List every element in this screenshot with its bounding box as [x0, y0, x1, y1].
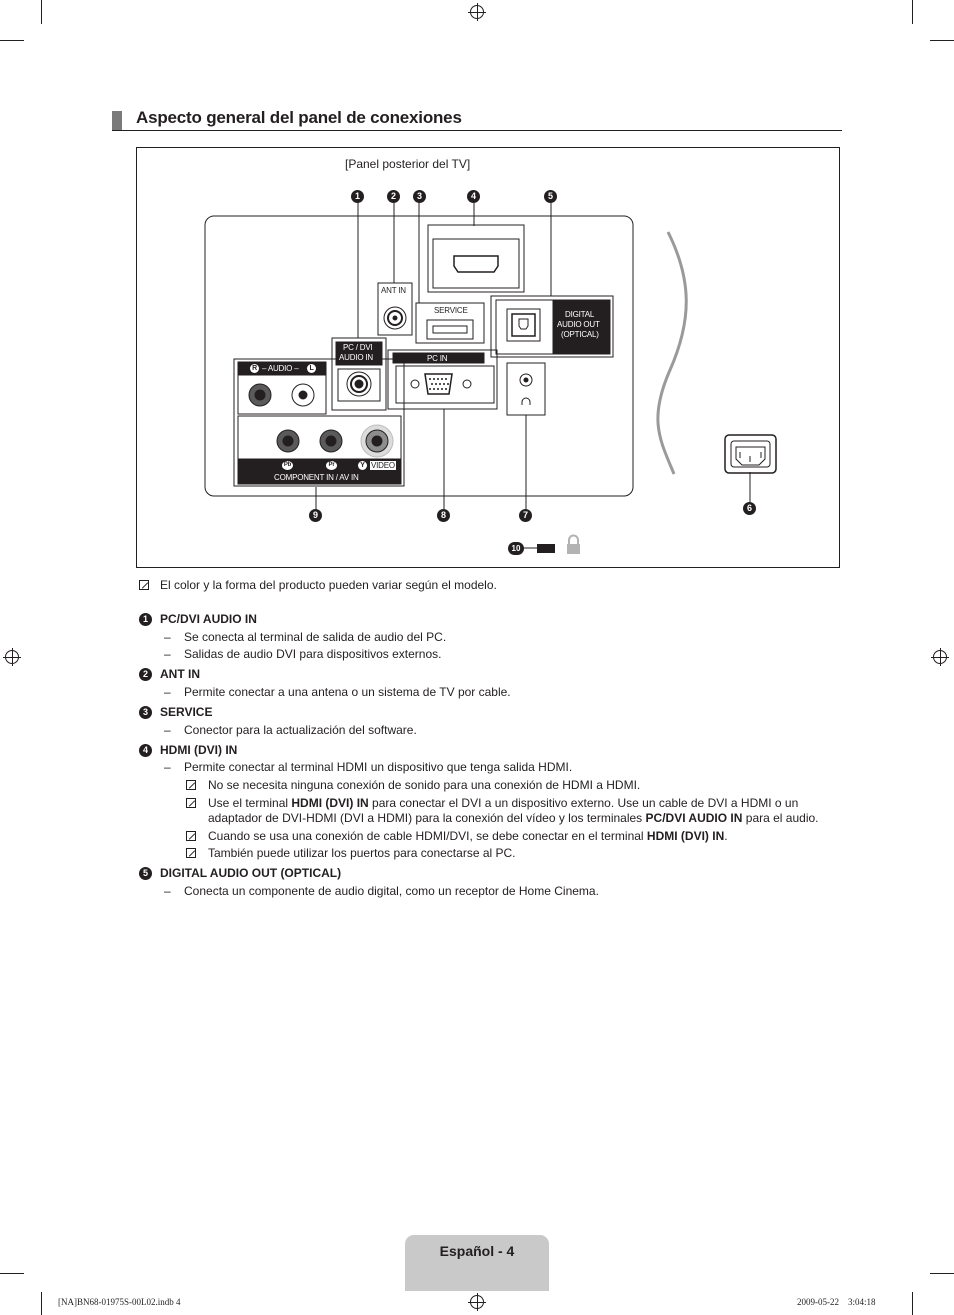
item-number: 1	[139, 613, 152, 626]
dash-bullet: –	[164, 685, 171, 699]
sub-note: No se necesita ninguna conexión de sonid…	[208, 778, 641, 792]
registration-mark-icon	[3, 648, 21, 666]
item-title: SERVICE	[160, 705, 213, 719]
note-icon	[139, 580, 149, 590]
registration-mark-icon	[931, 648, 949, 666]
rear-panel-drawing	[204, 203, 777, 554]
item-number: 3	[139, 706, 152, 719]
heading-marker	[112, 111, 122, 130]
page-number-tab	[405, 1235, 549, 1291]
audio-r-label: R	[250, 364, 259, 373]
callout-number-2: 2	[387, 190, 400, 203]
callout-number-7: 7	[519, 509, 532, 522]
crop-mark	[41, 1292, 42, 1315]
item-title: PC/DVI AUDIO IN	[160, 612, 257, 626]
crop-mark	[930, 40, 954, 41]
panel-edge-curve	[656, 231, 688, 475]
callout-number-5: 5	[544, 190, 557, 203]
sub-note-continued: adaptador de DVI-HDMI (DVI a HDMI) para …	[208, 811, 819, 825]
crop-mark	[930, 1273, 954, 1274]
item-line: Conecta un componente de audio digital, …	[184, 884, 599, 898]
pcdvi-label-1: PC / DVI	[343, 343, 373, 352]
digital-label-3: (OPTICAL)	[561, 330, 599, 339]
sub-note: Use el terminal HDMI (DVI) IN para conec…	[208, 796, 799, 810]
crop-mark	[912, 0, 913, 24]
dash-bullet: –	[164, 723, 171, 737]
dash-bullet: –	[164, 884, 171, 898]
registration-mark-icon	[468, 3, 486, 21]
kensington-lock-icon	[567, 534, 580, 554]
item-number: 5	[139, 867, 152, 880]
ant-label: ANT IN	[381, 286, 406, 295]
callout-number-1: 1	[351, 190, 364, 203]
digital-label-1: DIGITAL	[565, 310, 595, 319]
file-name: [NA]BN68-01975S-00L02.indb 4	[58, 1297, 181, 1307]
power-socket	[724, 434, 777, 474]
note-icon	[186, 848, 196, 858]
sub-note: Cuando se usa una conexión de cable HDMI…	[208, 829, 728, 843]
sub-note: También puede utilizar los puertos para …	[208, 846, 516, 860]
crop-mark	[0, 40, 24, 41]
item-title: ANT IN	[160, 667, 200, 681]
item-line: Permite conectar al terminal HDMI un dis…	[184, 760, 573, 774]
component-label: COMPONENT IN / AV IN	[274, 473, 359, 482]
pcdvi-label-2: AUDIO IN	[339, 353, 373, 362]
kensington-slot	[537, 544, 555, 553]
item-title: HDMI (DVI) IN	[160, 743, 238, 757]
dash-bullet: –	[164, 760, 171, 774]
pr-label: Pr	[326, 461, 337, 470]
crop-mark	[912, 1292, 913, 1315]
crop-mark	[41, 0, 42, 24]
item-line: Permite conectar a una antena o un siste…	[184, 685, 511, 699]
print-timestamp: 2009-05-22 3:04:18	[797, 1297, 876, 1307]
note-icon	[186, 780, 196, 790]
note-icon	[186, 831, 196, 841]
component-port-frame	[233, 358, 405, 487]
service-label: SERVICE	[434, 306, 468, 315]
callout-number-4: 4	[467, 190, 480, 203]
diagram-caption: [Panel posterior del TV]	[345, 157, 471, 171]
item-title: DIGITAL AUDIO OUT (OPTICAL)	[160, 866, 342, 880]
y-label: Y	[358, 461, 367, 470]
pb-label: Pb	[282, 461, 293, 470]
dash-bullet: –	[164, 630, 171, 644]
pcdvi-port-frame	[331, 337, 387, 411]
general-note: El color y la forma del producto pueden …	[160, 578, 497, 592]
digital-label-2: AUDIO OUT	[557, 320, 600, 329]
ant-port-frame	[377, 282, 413, 336]
item-number: 2	[139, 668, 152, 681]
callout-number-3: 3	[413, 190, 426, 203]
dash-bullet: –	[164, 647, 171, 661]
video-label: VIDEO	[370, 461, 396, 470]
connection-panel-diagram	[136, 147, 840, 568]
callout-number-6: 6	[743, 502, 756, 515]
registration-mark-icon	[468, 1293, 486, 1311]
service-port-frame	[415, 302, 485, 344]
heading-rule	[112, 130, 842, 131]
pcin-label: PC IN	[427, 354, 448, 363]
callout-number-10: 10	[508, 542, 524, 555]
note-icon	[186, 798, 196, 808]
item-line: Salidas de audio DVI para dispositivos e…	[184, 647, 442, 661]
crop-mark	[0, 1273, 24, 1274]
page-title: Aspecto general del panel de conexiones	[136, 108, 462, 127]
item-line: Conector para la actualización del softw…	[184, 723, 417, 737]
callout-number-8: 8	[437, 509, 450, 522]
item-number: 4	[139, 744, 152, 757]
page-number: Español - 4	[439, 1243, 515, 1259]
hdmi-label: HDMI (DVI) IN	[448, 228, 497, 237]
item-line: Se conecta al terminal de salida de audi…	[184, 630, 447, 644]
callout-number-9: 9	[309, 509, 322, 522]
audio-l-label: L	[307, 364, 316, 373]
hdmi-port-frame	[427, 224, 525, 293]
pcin-port-frame	[387, 349, 498, 410]
optical-port-frame	[490, 295, 614, 358]
headphone-port-frame	[506, 362, 546, 416]
audio-label: – AUDIO –	[262, 364, 299, 373]
